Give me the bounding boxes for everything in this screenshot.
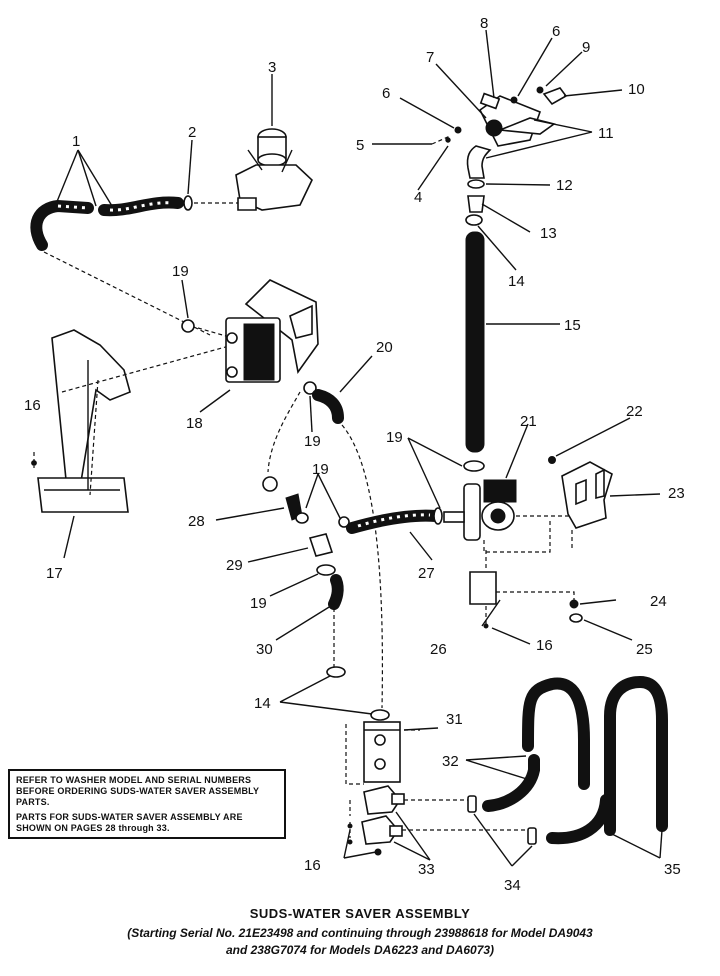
ordering-note-box: REFER TO WASHER MODEL AND SERIAL NUMBERS… <box>8 769 286 839</box>
part-19-clamp-e <box>433 507 443 525</box>
callout-35: 35 <box>664 861 681 878</box>
callout-19d: 19 <box>312 461 329 478</box>
callout-19b: 19 <box>304 433 321 450</box>
part-35-hose <box>546 675 668 845</box>
part-32-hose <box>482 677 590 812</box>
callout-labels: 1 2 3 4 5 6 6 7 8 9 10 11 12 13 14 14 15… <box>24 15 685 894</box>
part-10-lever <box>542 87 568 106</box>
part-28-fitting <box>262 476 309 524</box>
part-29-tee <box>308 533 334 557</box>
part-19-clamp-c <box>338 516 350 528</box>
leader-lines <box>55 29 663 867</box>
part-18-valve <box>199 279 319 413</box>
part-6-washer-b <box>510 96 518 104</box>
callout-5: 5 <box>356 137 364 154</box>
part-33-fittings <box>361 785 405 856</box>
part-31-manifold <box>363 709 401 783</box>
part-19-clamp-b <box>303 381 317 395</box>
callout-4: 4 <box>414 189 422 206</box>
callout-32: 32 <box>442 753 459 770</box>
part-19-clamp-a <box>181 319 195 333</box>
part-22-screw <box>548 456 556 464</box>
diagram-subtitle-line1: (Starting Serial No. 21E23498 and contin… <box>127 926 593 940</box>
callout-28: 28 <box>188 513 205 530</box>
callout-13: 13 <box>540 225 557 242</box>
callout-16a: 16 <box>24 397 41 414</box>
part-26-bracket <box>469 571 497 605</box>
part-2-clamp <box>183 195 193 211</box>
callout-16c: 16 <box>304 857 321 874</box>
part-25-washer <box>569 613 583 623</box>
part-15-hose <box>465 231 485 453</box>
part-19-clamp-f <box>463 460 485 472</box>
part-6-washer-a <box>454 126 462 134</box>
callout-29: 29 <box>226 557 243 574</box>
ordering-note-line2: PARTS FOR SUDS-WATER SAVER ASSEMBLY ARE … <box>16 812 243 833</box>
callout-10: 10 <box>628 81 645 98</box>
part-4-screw <box>445 137 451 143</box>
callout-34: 34 <box>504 877 521 894</box>
callout-16b: 16 <box>536 637 553 654</box>
callout-24: 24 <box>650 593 667 610</box>
callout-2: 2 <box>188 124 196 141</box>
diagram-subtitle-line2: and 238G7074 for Models DA6223 and DA607… <box>225 943 495 957</box>
part-12-gasket <box>467 179 485 189</box>
callout-27: 27 <box>418 565 435 582</box>
callout-14b: 14 <box>254 695 271 712</box>
callout-3: 3 <box>268 59 276 76</box>
part-13-coupling <box>467 195 485 213</box>
part-11-pipe <box>466 145 492 179</box>
callout-26: 26 <box>430 641 447 658</box>
callout-18: 18 <box>186 415 203 432</box>
ordering-note-line1: REFER TO WASHER MODEL AND SERIAL NUMBERS… <box>16 775 260 807</box>
part-14-clamp-b <box>326 666 346 678</box>
part-23-bracket <box>561 461 613 529</box>
callout-14a: 14 <box>508 273 525 290</box>
part-21-pump <box>443 479 517 541</box>
part-34-coupling-a <box>467 795 477 813</box>
callout-25: 25 <box>636 641 653 658</box>
part-27-hose <box>346 509 442 534</box>
part-17-frame <box>37 329 131 513</box>
callout-6a: 6 <box>382 85 390 102</box>
callout-17: 17 <box>46 565 63 582</box>
callout-21: 21 <box>520 413 537 430</box>
callout-31: 31 <box>446 711 463 728</box>
callout-30: 30 <box>256 641 273 658</box>
callout-33: 33 <box>418 861 435 878</box>
diagram-title: SUDS-WATER SAVER ASSEMBLY <box>249 906 471 921</box>
callout-8: 8 <box>480 15 488 32</box>
part-34-coupling-b <box>527 827 537 845</box>
callout-6b: 6 <box>552 23 560 40</box>
callout-1: 1 <box>72 133 80 150</box>
callout-12: 12 <box>556 177 573 194</box>
part-30-hose <box>328 574 344 610</box>
callout-19c: 19 <box>386 429 403 446</box>
part-14-clamp-a <box>465 214 483 226</box>
part-19-clamp-d <box>316 564 336 576</box>
part-1-hose <box>30 196 184 251</box>
callout-15: 15 <box>564 317 581 334</box>
callout-19a: 19 <box>172 263 189 280</box>
callout-11: 11 <box>598 125 614 142</box>
callout-9: 9 <box>582 39 590 56</box>
callout-19e: 19 <box>250 595 267 612</box>
callout-23: 23 <box>668 485 685 502</box>
part-9-nut <box>536 86 544 94</box>
callout-7: 7 <box>426 49 434 66</box>
part-20-hose <box>312 389 344 424</box>
callout-20: 20 <box>376 339 393 356</box>
part-3-pump <box>235 128 313 211</box>
part-24-nut <box>569 599 579 609</box>
callout-22: 22 <box>626 403 643 420</box>
